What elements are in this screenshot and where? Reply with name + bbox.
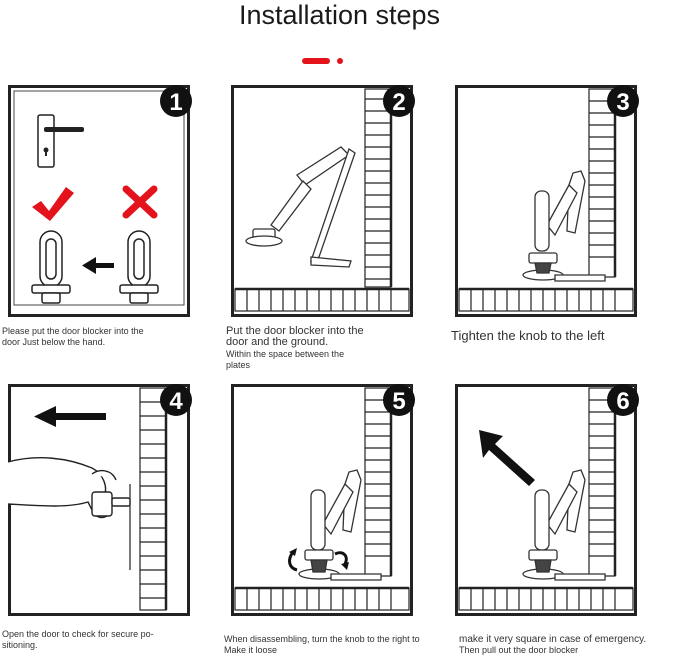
step-2-illustration: 2 <box>231 85 415 317</box>
step-badge: 3 <box>607 85 639 117</box>
step-2-caption: Put the door blocker into the door and t… <box>226 326 426 371</box>
step-6-caption: make it very square in case of emergency… <box>459 634 677 656</box>
checkmark-icon <box>32 187 74 221</box>
door-blocker <box>298 469 382 581</box>
step-6-illustration: 6 <box>455 384 639 616</box>
step-number: 6 <box>616 388 629 415</box>
step-1-illustration: 1 <box>8 85 192 317</box>
divider-dash <box>302 58 330 64</box>
step-number: 1 <box>169 89 182 116</box>
caption-line: door and the ground. <box>226 336 329 348</box>
door-handle-icon <box>37 114 84 168</box>
step-5-panel: 5 <box>231 384 415 616</box>
step-3-caption: Tighten the knob to the left <box>451 328 676 343</box>
door-frame <box>588 387 617 577</box>
caption-line: Then pull out the door blocker <box>459 645 579 655</box>
step-1-caption: Please put the door blocker into the doo… <box>2 326 202 348</box>
step-4-illustration: 4 <box>7 384 192 616</box>
step-4-panel: 4 <box>7 384 192 616</box>
caption-line: sitioning. <box>2 640 38 650</box>
door-frame <box>129 387 168 611</box>
page-title: Installation steps <box>238 0 441 30</box>
step-badge: 1 <box>160 85 192 117</box>
door-frame <box>364 387 393 577</box>
floor <box>234 586 410 611</box>
caption-line: door Just below the hand. <box>2 337 106 347</box>
door-blocker-left <box>31 230 71 304</box>
door-blocker <box>522 469 606 581</box>
step-number: 2 <box>392 89 405 116</box>
arrow-left-icon <box>82 257 114 274</box>
caption-line: Within the space between the <box>226 349 345 359</box>
door-blocker <box>522 170 606 282</box>
floor <box>458 586 634 611</box>
caption-line: make it very square in case of emergency… <box>459 634 647 645</box>
step-badge: 2 <box>383 85 415 117</box>
floor <box>234 287 410 312</box>
door-frame <box>364 88 393 288</box>
step-4-caption: Open the door to check for secure po- si… <box>2 629 202 651</box>
caption-line: Open the door to check for secure po- <box>2 629 154 639</box>
step-2-panel: 2 <box>231 85 415 317</box>
arrow-left-icon <box>34 406 106 427</box>
step-number: 3 <box>616 89 629 116</box>
rotate-arrows-icon <box>288 548 349 572</box>
step-number: 5 <box>392 388 405 415</box>
caption-line: Make it loose <box>224 645 278 655</box>
caption-line: Tighten the knob to the left <box>451 328 605 343</box>
caption-line: Please put the door blocker into the <box>2 326 144 336</box>
door-frame <box>588 88 617 278</box>
step-6-panel: 6 <box>455 384 639 616</box>
cross-icon <box>122 185 158 219</box>
step-badge: 6 <box>607 384 639 416</box>
caption-line: plates <box>226 360 251 370</box>
floor <box>458 287 634 312</box>
step-badge: 4 <box>160 384 192 416</box>
step-1-panel: 1 <box>8 85 192 317</box>
step-number: 4 <box>169 388 183 415</box>
caption-line: Put the door blocker into the <box>226 325 364 337</box>
step-3-panel: 3 <box>455 85 639 317</box>
step-badge: 5 <box>383 384 415 416</box>
hand-icon <box>7 457 131 519</box>
title-divider <box>302 58 343 64</box>
step-5-caption: When disassembling, turn the knob to the… <box>224 634 449 656</box>
caption-line: When disassembling, turn the knob to the… <box>224 634 420 644</box>
door-blocker-right <box>119 230 159 304</box>
step-3-illustration: 3 <box>455 85 639 317</box>
door-blocker <box>245 146 356 268</box>
divider-dot <box>337 58 343 64</box>
step-5-illustration: 5 <box>231 384 415 616</box>
arrow-up-left-icon <box>479 430 535 486</box>
